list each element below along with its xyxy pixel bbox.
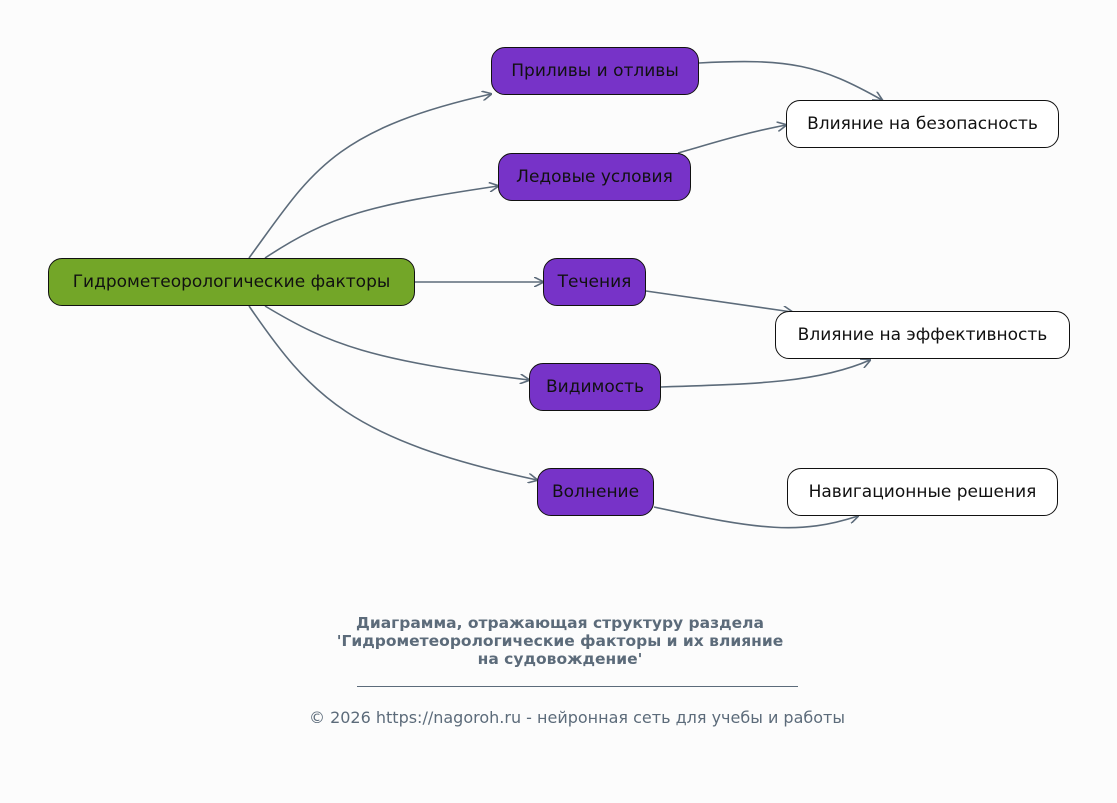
- effect-node-label: Навигационные решения: [808, 482, 1037, 502]
- edge-root-to-visibility: [264, 305, 529, 380]
- effect-node-efficiency: Влияние на эффективность: [775, 311, 1070, 359]
- edge-visibility-to-efficiency: [660, 360, 870, 388]
- effect-node-safety: Влияние на безопасность: [786, 100, 1059, 148]
- factor-node-label: Приливы и отливы: [511, 61, 679, 81]
- factor-node-waves: Волнение: [537, 468, 654, 516]
- caption-line: на судовождение': [477, 650, 643, 668]
- root-node-label: Гидрометеорологические факторы: [72, 272, 391, 292]
- edge-ice-to-safety: [677, 125, 786, 154]
- factor-node-label: Ледовые условия: [516, 167, 673, 187]
- caption-divider: [357, 686, 798, 687]
- edge-tides-to-safety: [698, 60, 882, 100]
- factor-node-tides: Приливы и отливы: [491, 47, 699, 95]
- effect-node-navigation: Навигационные решения: [787, 468, 1058, 516]
- root-node: Гидрометеорологические факторы: [48, 258, 415, 306]
- edge-root-to-tides: [248, 94, 491, 259]
- edge-root-to-ice: [264, 186, 498, 259]
- effect-node-label: Влияние на эффективность: [797, 325, 1048, 345]
- caption-line: Диаграмма, отражающая структуру раздела: [356, 614, 764, 632]
- edge-root-to-waves: [248, 305, 537, 480]
- edge-currents-to-efficiency: [645, 290, 792, 312]
- copyright-text: © 2026 https://nagoroh.ru - нейронная се…: [308, 708, 845, 727]
- edge-waves-to-navigation: [653, 506, 858, 529]
- factor-node-ice: Ледовые условия: [498, 153, 691, 201]
- factor-node-label: Видимость: [545, 377, 644, 397]
- factor-node-label: Течения: [557, 272, 632, 292]
- factor-node-label: Волнение: [551, 482, 640, 502]
- diagram-caption: Диаграмма, отражающая структуру раздела …: [220, 614, 900, 668]
- factor-node-visibility: Видимость: [529, 363, 661, 411]
- factor-node-currents: Течения: [543, 258, 646, 306]
- caption-line: 'Гидрометеорологические факторы и их вли…: [336, 632, 784, 650]
- effect-node-label: Влияние на безопасность: [807, 114, 1038, 134]
